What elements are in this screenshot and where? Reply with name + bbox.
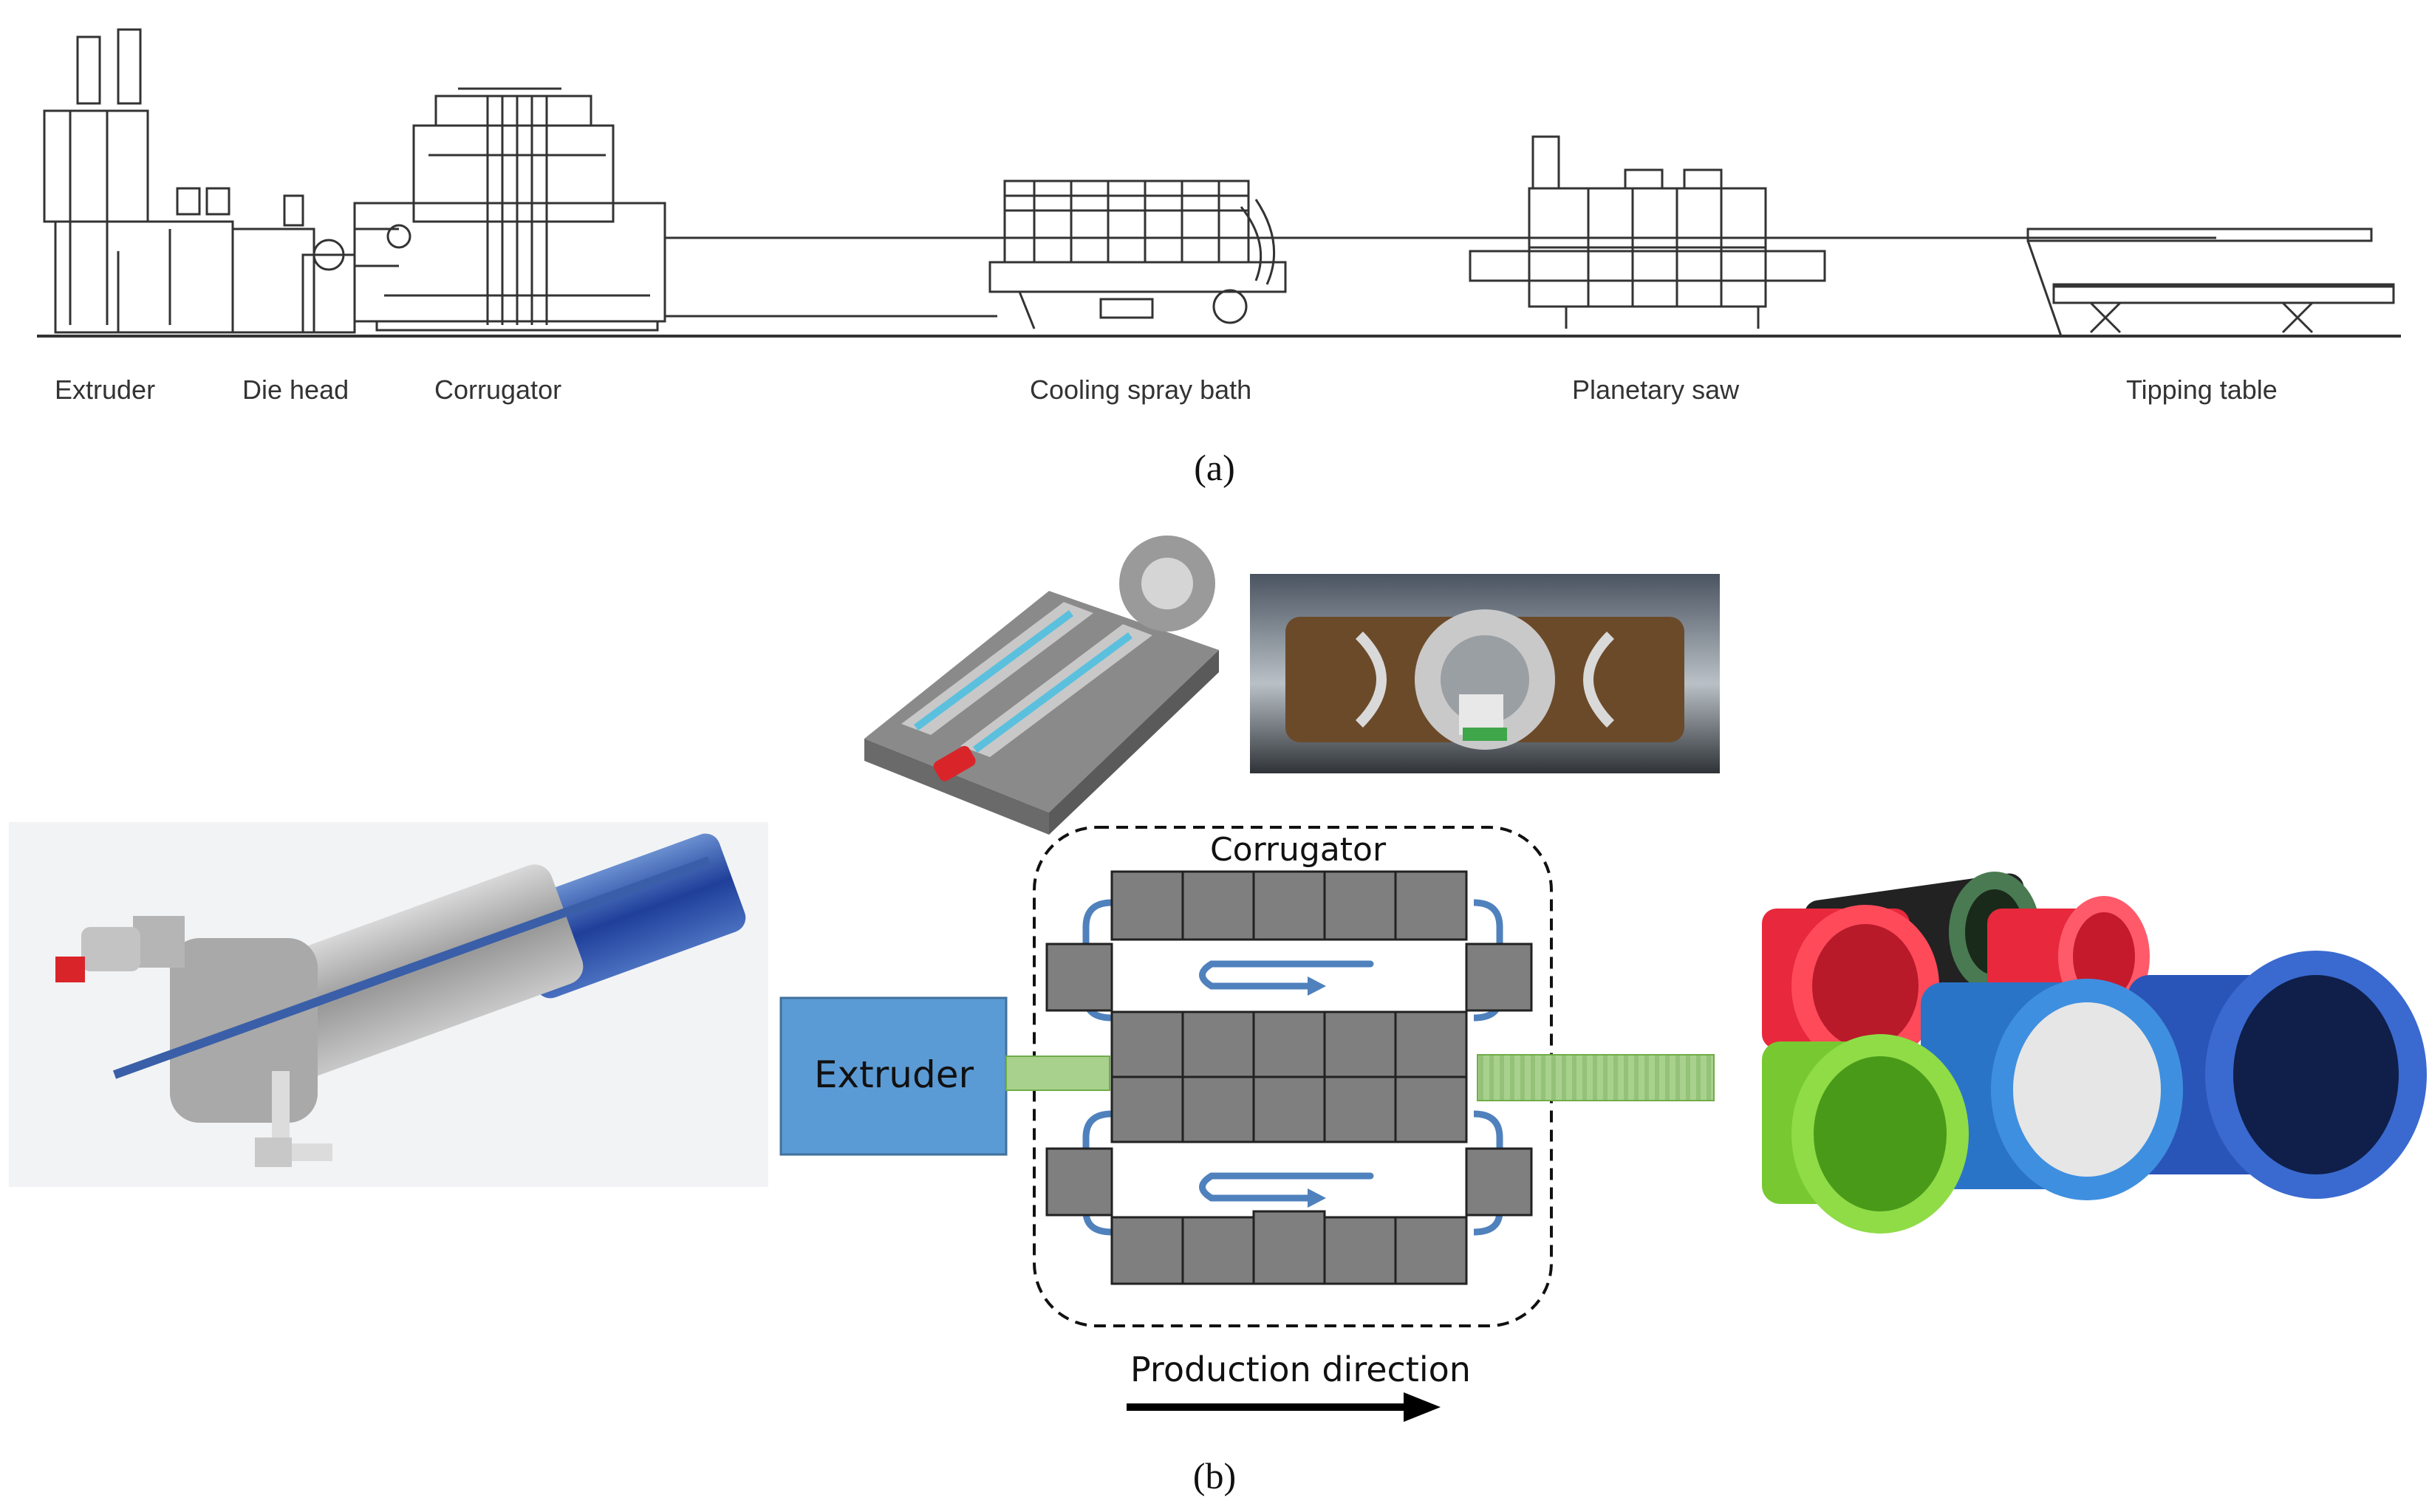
corrugator-label: Corrugator xyxy=(1210,831,1387,869)
mold-block-image xyxy=(864,536,1219,835)
label-tipping-table: Tipping table xyxy=(2126,374,2278,405)
corrugator-mold-photo xyxy=(1250,574,1720,773)
label-corrugator: Corrugator xyxy=(434,374,561,405)
label-planetary-saw: Planetary saw xyxy=(1572,374,1740,405)
extruder-box xyxy=(779,996,1008,1156)
corrugator-schematic: Extruder xyxy=(779,826,1715,1422)
die-head-cutaway-image xyxy=(9,822,768,1187)
caption-b: (b) xyxy=(1193,1455,1236,1496)
panel-a-line-drawing xyxy=(37,28,2401,338)
extruder-box-label: Extruder xyxy=(814,1053,974,1096)
tipping-table-drawing xyxy=(2026,228,2395,337)
caption-a: (a) xyxy=(1194,447,1235,488)
planetary-saw-drawing xyxy=(1469,135,1826,329)
production-direction-label: Production direction xyxy=(1130,1349,1471,1389)
label-die-head: Die head xyxy=(242,374,349,405)
label-extruder: Extruder xyxy=(55,374,155,405)
corrugator-drawing xyxy=(353,87,666,332)
die-head-drawing xyxy=(231,194,399,334)
corrugated-pipes-photo xyxy=(1762,872,2427,1234)
label-cooling-spray-bath: Cooling spray bath xyxy=(1030,374,1251,405)
extruder-drawing xyxy=(43,28,234,334)
cooling-bath-drawing xyxy=(988,179,1287,329)
melt-tube xyxy=(1005,1056,1110,1091)
corrugated-pipe-output xyxy=(1477,1054,1715,1101)
